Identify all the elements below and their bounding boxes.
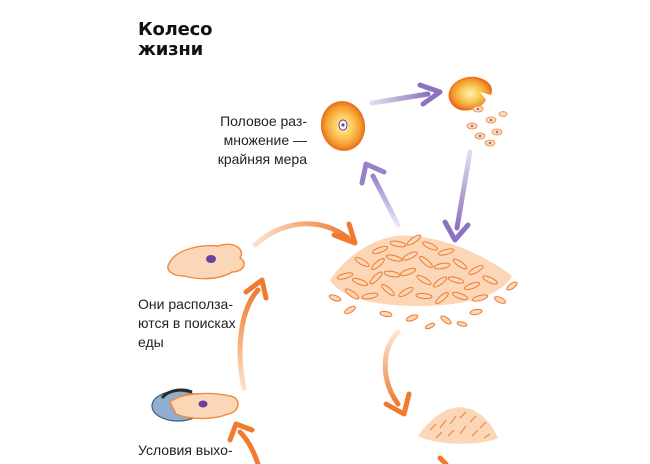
cyst-cell: [151, 388, 239, 422]
caption-line: множение —: [223, 132, 307, 148]
arrow-burst-to-aggregate: [442, 149, 473, 243]
caption-line: Условия выхо-: [138, 442, 233, 458]
amoeba-cell: [167, 243, 245, 280]
zygote-cell: [320, 101, 366, 151]
caption-crawl-for-food: Они располза- ются в поисках еды: [138, 295, 248, 352]
diagram-title: Колесо жизни: [138, 19, 213, 60]
title-line-2: жизни: [138, 39, 204, 60]
arrow-bottom-right-partial: [437, 455, 449, 464]
caption-line: ются в поисках: [138, 315, 236, 331]
title-line-1: Колесо: [138, 19, 213, 40]
caption-sexual-reproduction: Половое раз- множение — крайняя мера: [211, 112, 307, 169]
arrow-aggregate-to-zygote: [359, 161, 401, 228]
spore-nuclei: [471, 108, 498, 144]
caption-line: еды: [138, 334, 164, 350]
arrow-cyst-to-amoeba: [237, 277, 269, 391]
caption-line: Они располза-: [138, 296, 233, 312]
arrow-aggregate-to-mound: [382, 329, 412, 417]
small-mound: [418, 407, 498, 444]
arrow-bottom-partial: [227, 421, 261, 464]
cell-aggregate: [328, 234, 518, 330]
bursting-cell: [448, 76, 492, 111]
caption-line: Половое раз-: [220, 113, 307, 129]
arrow-amoeba-to-aggregate: [252, 221, 358, 248]
caption-line: крайняя мера: [217, 151, 307, 167]
caption-conditions: Условия выхо-: [138, 441, 248, 460]
arrow-zygote-to-burst: [369, 82, 443, 107]
